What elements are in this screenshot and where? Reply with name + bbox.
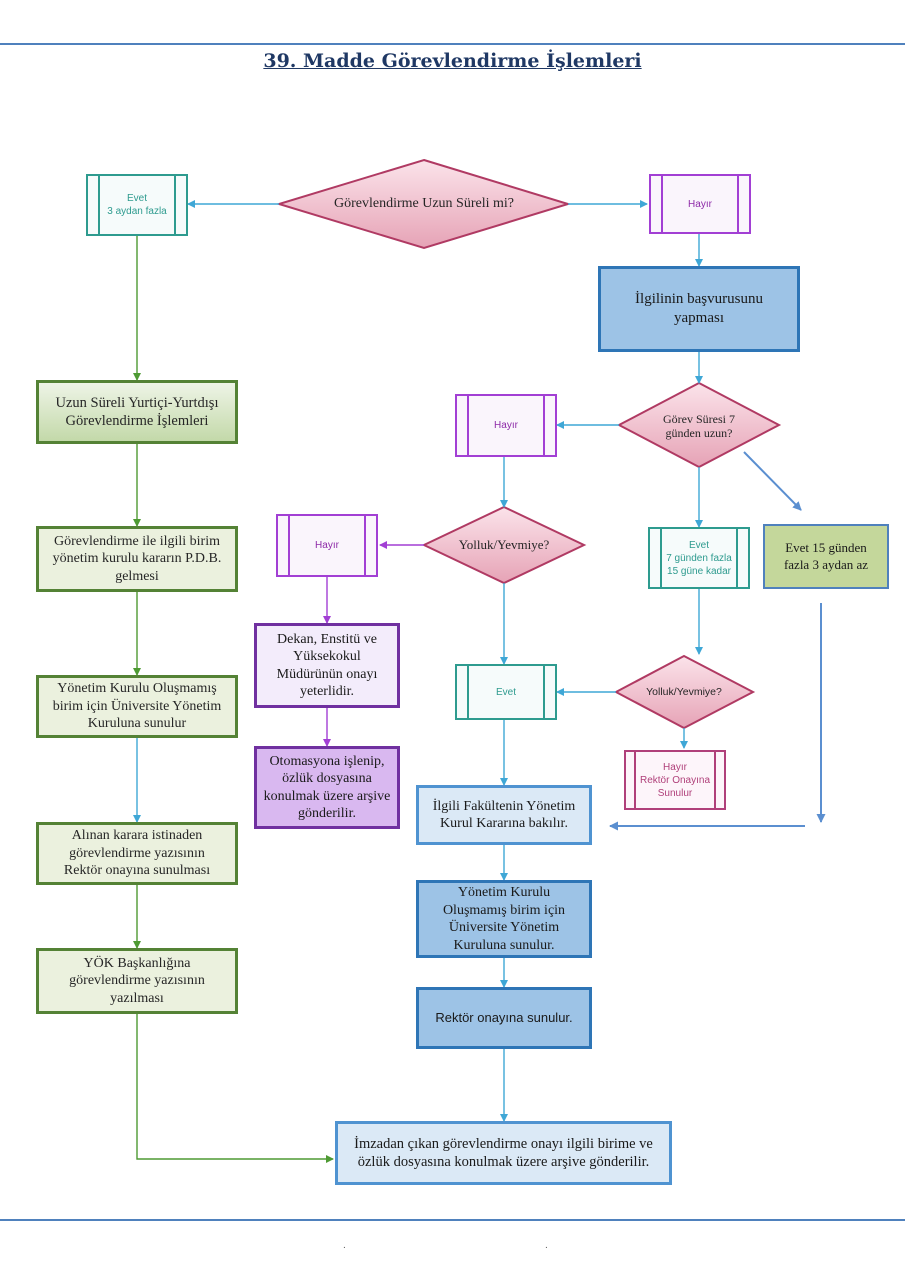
decision-yolluk1: Yolluk/Yevmiye?	[458, 537, 550, 553]
box-dekan-onayi: Dekan, Enstitü ve Yüksekokul Müdürünün o…	[254, 623, 400, 708]
tag-evet-mid: Evet	[455, 664, 557, 720]
box-rektor-onay: Rektör onayına sunulur.	[416, 987, 592, 1049]
tag-evet-7-15: Evet 7 günden fazla 15 güne kadar	[648, 527, 750, 589]
tag-evet-3-aydan: Evet 3 aydan fazla	[86, 174, 188, 236]
footer-rule	[0, 1219, 905, 1221]
tag-hayir-rektor: Hayır Rektör Onayına Sunulur	[624, 750, 726, 810]
decision-duration7: Görev Süresi 7 günden uzun?	[663, 411, 735, 440]
tag-hayir-top: Hayır	[649, 174, 751, 234]
tag-evet-3-aydan-line2: 3 aydan fazla	[107, 206, 167, 217]
tag-hayir-left: Hayır	[276, 514, 378, 577]
header-rule	[0, 43, 905, 45]
tag-evet-3-aydan-line1: Evet	[126, 193, 147, 204]
tag-evet-7-15-line3: 15 güne kadar	[667, 565, 731, 577]
tag-hayir-rektor-line3: Sunulur	[657, 787, 693, 799]
box-yok-baskanlik: YÖK Başkanlığına görevlendirme yazısının…	[36, 948, 238, 1014]
decision-long-term-shape	[275, 158, 572, 250]
box-imzadan: İmzadan çıkan görevlendirme onayı ilgili…	[335, 1121, 672, 1185]
tag-hayir-rektor-line1: Hayır	[663, 761, 687, 773]
box-karar-istinaden: Alınan karara istinaden görevlendirme ya…	[36, 822, 238, 885]
tag-evet-7-15-line1: Evet	[688, 539, 709, 551]
tag-hayir-mid: Hayır	[455, 394, 557, 457]
box-yonetim-olusmamis-left: Yönetim Kurulu Oluşmamış birim için Üniv…	[36, 675, 238, 738]
tag-evet-7-15-line2: 7 günden fazla	[666, 552, 732, 564]
tag-hayir-rektor-line2: Rektör Onayına	[639, 774, 711, 786]
tag-evet-mid-label: Evet	[495, 686, 516, 698]
box-yonetim-olusmamis-right: Yönetim Kurulu Oluşmamış birim için Üniv…	[416, 880, 592, 958]
decision-long-term: Görevlendirme Uzun Süreli mi?	[333, 195, 514, 211]
box-evet-15: Evet 15 günden fazla 3 aydan az	[763, 524, 889, 589]
box-fakulte-kurul: İlgili Fakültenin Yönetim Kurul Kararına…	[416, 785, 592, 845]
box-uzun-sureli: Uzun Süreli Yurtiçi-Yurtdışı Görevlendir…	[36, 380, 238, 444]
footer-dot-right: .	[545, 1240, 548, 1251]
box-ilgili-basvuru: İlgilinin başvurusunu yapması	[598, 266, 800, 352]
decision-yolluk2: Yolluk/Yevmiye?	[646, 685, 722, 698]
box-kurul-karari: Görevlendirme ile ilgili birim yönetim k…	[36, 526, 238, 592]
page-title: 39. Madde Görevlendirme İşlemleri	[263, 50, 642, 72]
tag-hayir-left-label: Hayır	[315, 540, 339, 551]
tag-hayir-top-label: Hayır	[688, 198, 712, 210]
footer-dot-left: .	[343, 1240, 346, 1251]
box-otomasyon: Otomasyona işlenip, özlük dosyasına konu…	[254, 746, 400, 829]
tag-hayir-mid-label: Hayır	[494, 420, 518, 431]
